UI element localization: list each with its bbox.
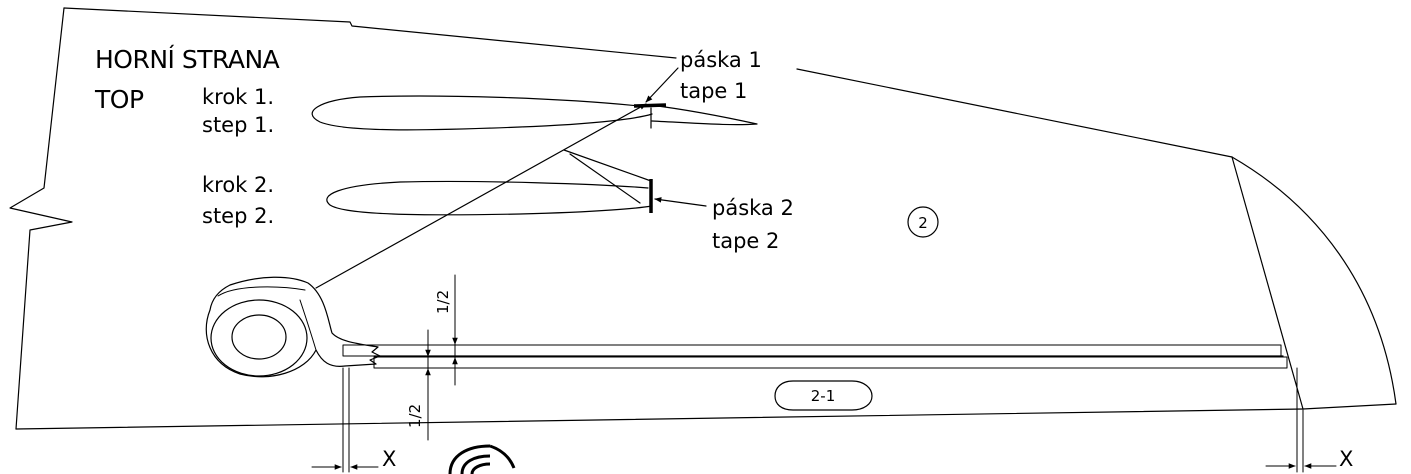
dimension-offset-left (311, 367, 379, 473)
dimension-offset-right (1265, 367, 1337, 473)
tape-2-en: tape 2 (712, 229, 779, 253)
side-title-en: TOP (94, 85, 144, 114)
tape-strip (342, 344, 1288, 369)
leader-tape-2 (654, 197, 707, 207)
tape-1-en: tape 1 (680, 79, 747, 103)
part-bubble-2-1 (774, 380, 873, 411)
leader-roll (315, 103, 647, 289)
step-1-en: step 1. (202, 113, 274, 137)
tape-1-mark (633, 103, 667, 108)
side-title-cz: HORNÍ STRANA (95, 45, 280, 74)
dimension-half-width (425, 274, 458, 441)
part-label-2-1: 2-1 (811, 387, 836, 405)
leader-tape-1 (645, 67, 679, 103)
tape-roll (205, 276, 381, 378)
dimension-label-half-bottom: 1/2 (406, 404, 424, 428)
panel-outline (9, 7, 1397, 430)
step-2-cz: krok 2. (202, 173, 274, 197)
tape-1-cz: páska 1 (680, 48, 762, 72)
tape-2-cz: páska 2 (712, 196, 794, 220)
dimension-label-half-top: 1/2 (434, 290, 452, 314)
wave-icon (448, 444, 516, 474)
step-2-en: step 2. (202, 204, 274, 228)
part-bubble-2 (907, 206, 939, 238)
dimension-label-x-right: X (1339, 447, 1353, 471)
step-1-cz: krok 1. (202, 85, 274, 109)
dimension-label-x-left: X (382, 447, 396, 471)
part-label-2: 2 (918, 214, 928, 232)
airfoil-step-2 (326, 149, 653, 216)
